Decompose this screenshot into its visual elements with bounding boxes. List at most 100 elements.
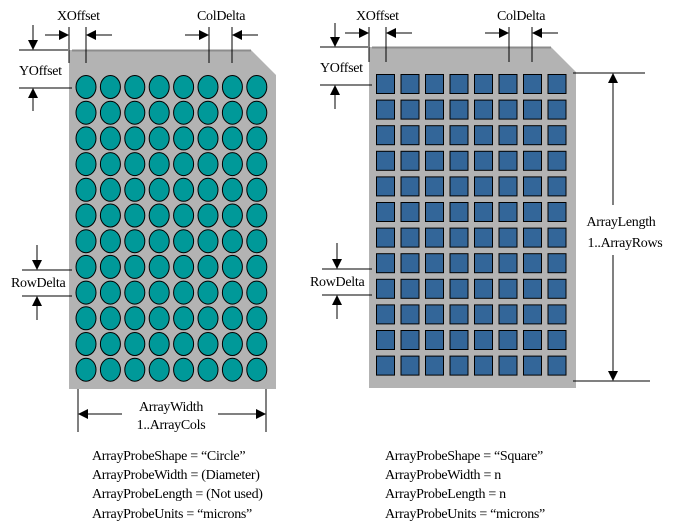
arraylength-label: ArrayLength	[586, 215, 655, 230]
square-probe	[474, 125, 493, 146]
circle-probe	[197, 177, 219, 202]
circle-probe	[197, 126, 219, 151]
circle-probe	[246, 152, 268, 177]
circle-probe	[99, 229, 121, 254]
square-probe	[425, 176, 444, 197]
circle-probe	[173, 126, 195, 151]
square-probe	[449, 330, 469, 350]
square-probe	[449, 176, 469, 197]
square-probe	[547, 202, 567, 222]
circle-probe	[197, 75, 219, 99]
square-probe	[376, 355, 395, 376]
square-probe	[449, 278, 469, 299]
square-probe	[400, 176, 420, 197]
square-probe	[425, 330, 444, 350]
circle-probe	[75, 332, 97, 356]
square-probe	[400, 330, 420, 350]
square-probe	[523, 330, 542, 350]
yoffset-label: YOffset	[19, 64, 62, 79]
square-probe	[425, 125, 444, 146]
circle-probe	[75, 203, 97, 228]
circle-probe	[124, 332, 146, 356]
square-probe-grid	[376, 74, 567, 376]
square-probe	[498, 304, 518, 325]
square-array-plate	[369, 47, 576, 388]
circle-probe	[148, 203, 170, 228]
square-probe	[400, 278, 420, 299]
circle-probe	[221, 177, 243, 202]
rowdelta-label: RowDelta	[11, 276, 66, 291]
square-probe	[474, 202, 493, 222]
square-probe	[376, 278, 395, 299]
square-probe	[449, 125, 469, 146]
square-probe	[498, 176, 518, 197]
circle-probe	[173, 254, 195, 279]
square-probe	[498, 150, 518, 171]
square-probe	[523, 253, 542, 274]
circle-probe	[197, 280, 219, 305]
circle-probe	[173, 152, 195, 177]
circle-probe	[99, 254, 121, 279]
circle-probe	[221, 332, 243, 356]
square-probe	[376, 150, 395, 171]
circle-probe	[148, 306, 170, 331]
square-probe	[449, 202, 469, 222]
circle-probe	[148, 357, 170, 382]
square-probe	[547, 125, 567, 146]
square-probe	[547, 304, 567, 325]
square-probe	[547, 150, 567, 171]
circle-probe	[75, 100, 97, 125]
square-probe	[474, 99, 493, 120]
square-probe	[449, 253, 469, 274]
circle-probe	[148, 332, 170, 356]
circle-probe	[173, 229, 195, 254]
xoffset-label: XOffset	[57, 9, 100, 24]
circle-probe	[197, 254, 219, 279]
square-probe	[547, 74, 567, 94]
square-probe	[400, 99, 420, 120]
circle-probe	[173, 100, 195, 125]
circle-probe-grid	[75, 75, 268, 382]
circle-probe	[99, 332, 121, 356]
square-probe	[376, 304, 395, 325]
probe-length-property: ArrayProbeLength = n	[385, 487, 506, 502]
square-probe	[547, 355, 567, 376]
circle-probe	[99, 100, 121, 125]
square-probe	[400, 125, 420, 146]
square-probe	[547, 278, 567, 299]
circle-probe	[148, 100, 170, 125]
arrayrows-label: 1..ArrayRows	[588, 236, 663, 251]
square-probe	[523, 99, 542, 120]
square-probe	[498, 278, 518, 299]
square-probe	[498, 202, 518, 222]
circle-probe	[124, 357, 146, 382]
rowdelta-label: RowDelta	[310, 275, 365, 290]
circle-probe	[99, 357, 121, 382]
square-probe	[425, 150, 444, 171]
arraycols-label: 1..ArrayCols	[137, 418, 206, 433]
circle-probe	[148, 177, 170, 202]
circle-probe	[75, 75, 97, 99]
square-probe	[449, 227, 469, 248]
square-probe	[523, 176, 542, 197]
circle-probe	[173, 280, 195, 305]
circle-probe	[197, 306, 219, 331]
circle-probe	[197, 152, 219, 177]
circle-probe	[221, 254, 243, 279]
circle-probe	[148, 280, 170, 305]
probe-units-property: ArrayProbeUnits = “microns”	[385, 507, 545, 522]
circle-probe	[124, 254, 146, 279]
circle-probe	[99, 280, 121, 305]
square-array-panel: XOffset ColDelta YOffset RowDelta ArrayL…	[310, 9, 663, 522]
circle-probe	[221, 280, 243, 305]
square-probe	[376, 227, 395, 248]
circle-probe	[246, 126, 268, 151]
square-probe	[425, 99, 444, 120]
circle-probe	[75, 229, 97, 254]
square-probe	[425, 202, 444, 222]
xoffset-label: XOffset	[356, 9, 399, 24]
circle-probe	[75, 254, 97, 279]
circle-probe	[99, 306, 121, 331]
circle-probe	[246, 100, 268, 125]
